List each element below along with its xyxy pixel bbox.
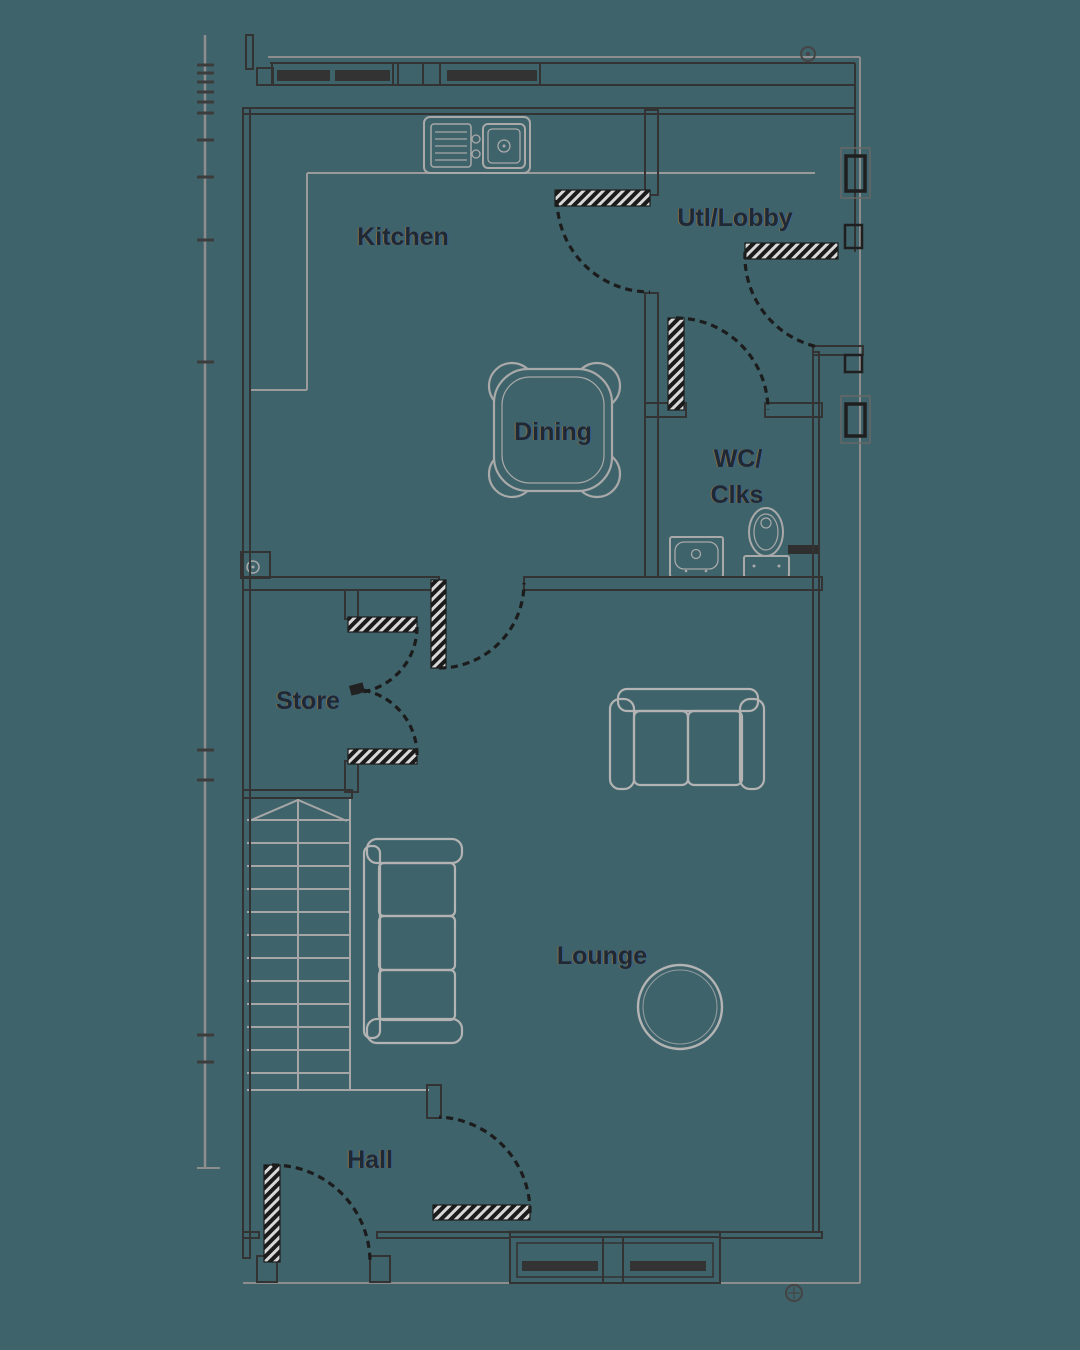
door-swing-arc <box>675 316 770 411</box>
window-glazing <box>522 1261 598 1271</box>
door-swing-arc <box>438 1115 532 1214</box>
interior-partitions <box>242 109 823 1119</box>
room-label-hall: Hall <box>347 1146 393 1174</box>
exterior-wall-right-inner <box>812 351 820 1233</box>
room-label-wc-line1: WC/ <box>714 445 763 473</box>
kitchen-counter <box>249 172 815 391</box>
exterior-wall-top-inner <box>242 107 856 115</box>
store-stairs-wall <box>242 789 353 799</box>
partition-kitchen-lobby-upper <box>644 109 659 196</box>
room-label-lounge: Lounge <box>557 942 647 970</box>
room-label-store: Store <box>276 687 340 715</box>
wc-top-wall-right <box>764 402 823 418</box>
side-window-lower <box>840 395 871 444</box>
store-doors-meeting-stub <box>348 682 366 696</box>
spine-wall-right <box>523 576 823 591</box>
door-leaf-dining-lounge <box>430 579 447 669</box>
wc-toilet-icon <box>743 507 790 578</box>
wall-stub-top-left <box>245 34 254 70</box>
stair-treads <box>247 798 350 1091</box>
room-label-kitchen: Kitchen <box>357 223 449 251</box>
sofa-3seat-icon <box>362 837 464 1045</box>
sofa-2seat-icon <box>608 687 766 791</box>
front-door-jamb <box>369 1255 391 1283</box>
window-glazing <box>277 70 330 81</box>
stairs-icon <box>247 798 429 1091</box>
corner-post <box>256 67 274 86</box>
window-mullion <box>602 1236 624 1284</box>
radiator-icon <box>240 551 271 579</box>
door-swing-arc <box>743 251 819 349</box>
wc-top-wall-left <box>644 402 687 418</box>
bottom-window <box>508 1230 721 1284</box>
door-swing-arc <box>350 687 419 756</box>
wc-basin-icon <box>669 536 724 578</box>
window-glazing <box>630 1261 706 1271</box>
door-leaf-lobby-side-entrance <box>744 242 839 260</box>
window-glazing <box>447 70 537 81</box>
side-window-upper <box>840 147 871 199</box>
stair-break-chevron <box>248 798 348 822</box>
store-door-jamb-top <box>344 589 359 620</box>
door-leaf-store-lower <box>347 748 418 765</box>
window-glazing <box>335 70 390 81</box>
coffee-table-icon <box>636 963 724 1051</box>
vent-circle-bottom <box>785 1284 803 1302</box>
site-boundary-line <box>197 35 220 1169</box>
doors <box>263 189 839 1263</box>
door-leaf-wc <box>667 317 685 411</box>
wc-duct <box>788 545 818 554</box>
partition-dining-wc <box>644 292 659 578</box>
wall-return <box>812 345 864 356</box>
door-leaf-hall-lounge <box>432 1204 531 1221</box>
wall-vent-box <box>843 353 864 374</box>
room-label-dining: Dining <box>514 418 592 446</box>
door-leaf-kitchen-lobby <box>554 189 651 207</box>
door-swing-arc <box>555 199 651 294</box>
stair-side-rail <box>349 798 429 1091</box>
top-window-band <box>245 34 855 86</box>
wall-vent-box <box>843 223 864 250</box>
dining-table-icon <box>487 361 622 499</box>
spine-wall-left <box>242 576 440 591</box>
exterior-wall-bottom-inner <box>719 1231 823 1239</box>
door-leaf-front-entrance <box>263 1164 281 1263</box>
room-label-utl-lobby: Utl/Lobby <box>677 204 792 232</box>
hall-door-jamb <box>426 1084 442 1119</box>
exterior-wall-bottom-inner <box>376 1231 511 1239</box>
door-swing-arc <box>438 582 526 670</box>
exterior-wall-bottom-inner <box>242 1231 260 1239</box>
vent-circle-top <box>800 46 816 62</box>
kitchen-sink-icon <box>423 116 531 174</box>
store-door-jamb-bottom <box>344 760 359 793</box>
exterior-walls <box>242 34 871 1284</box>
room-label-wc-line2: Clks <box>711 481 764 509</box>
door-leaf-store-upper <box>347 616 418 633</box>
boundary-ticks <box>197 63 214 1064</box>
exterior-wall-left <box>242 107 251 1259</box>
door-swing-arc <box>271 1163 372 1263</box>
